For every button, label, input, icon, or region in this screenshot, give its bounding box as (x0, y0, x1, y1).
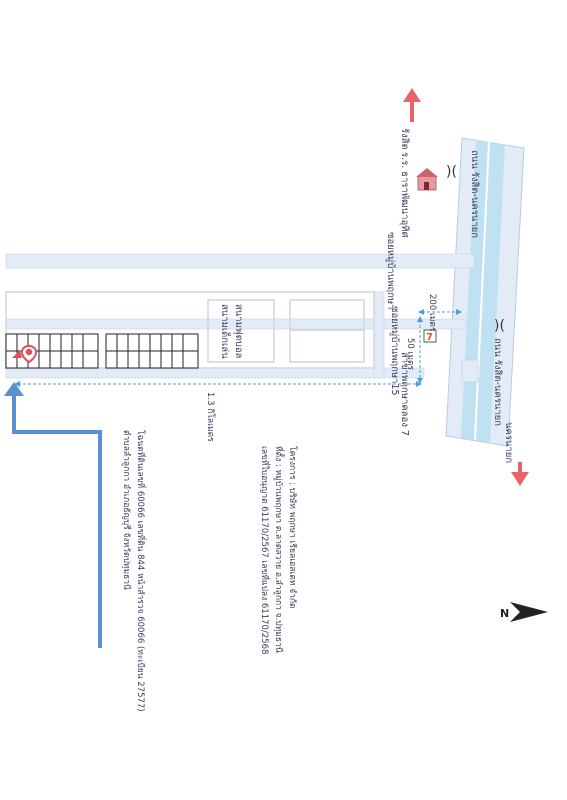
side-road-right (461, 359, 479, 383)
arrow-to-nakhon-nayok-icon (511, 462, 529, 486)
lot-grid-right (105, 333, 199, 369)
distance-1-3km-label: 1.3 กิโลเมตร (205, 392, 216, 442)
direction-rangsit-label: รังสิต (399, 128, 410, 150)
dim-50m (417, 316, 423, 384)
route-arrow-head-icon (4, 382, 24, 396)
park-label-1: สนามฟุตบอล (233, 304, 244, 359)
deed-note-line2: ตำบลลำลูกกา อำเภอธัญบุรี จังหวัดปทุมธานี (121, 430, 132, 590)
school-label: ร.ร. ธาราพัฒนาอุทิศ (399, 152, 410, 238)
park-label-2: สนามเด็กเล่น (219, 304, 232, 359)
north-label: N (500, 607, 509, 620)
direction-nakhon-nayok-label: นครนายก (503, 422, 514, 463)
main-road (445, 137, 525, 447)
dim-1-3km (14, 381, 422, 387)
school-icon (416, 168, 438, 191)
bridge-icon-2: )( (494, 318, 505, 334)
distance-50m-label: 50 เมตร (405, 338, 415, 371)
project-note-line2: ที่ตั้ง : หมู่บ้านพฤกษา ต.ลาดสวาย อ.ลำลู… (273, 446, 285, 653)
soi-road-upper (5, 253, 475, 269)
soi-upper-label: ซอยหมู่บ้านพฤกษา (385, 232, 396, 309)
svg-text:7: 7 (426, 332, 433, 343)
project-note-line3: เลขที่ใบอนุญาต 61170/2567 เลขที่แปลง 611… (259, 446, 271, 654)
seven-eleven-label: สาขาพฤกษาคลอง 7 (399, 352, 410, 436)
soi-road-bottom (5, 367, 425, 379)
main-road-label-lower: ถนน รังสิต-นครนายก (492, 338, 503, 426)
distance-200m-label: 200 เมตร (427, 294, 437, 332)
route-arrow (12, 392, 102, 648)
location-pin-icon (12, 345, 38, 364)
bridge-icon: )( (446, 164, 457, 180)
main-road-label-upper: ถนน รังสิต-นครนายก (469, 150, 480, 238)
deed-note-line1: โฉนดที่ดินเลขที่ 60066 เลขที่ดิน 844 หน้… (135, 430, 147, 712)
dim-200m (418, 309, 462, 315)
soi-lower-label: ซอยหมู่บ้านพฤกษา15 (389, 306, 400, 396)
north-arrow-icon: N (500, 602, 548, 622)
project-note-line1: โครงการ : บริษัท พฤกษา เรียลเอสเตท จำกัด (287, 446, 298, 609)
connector-road (373, 291, 385, 379)
seven-eleven-icon: 7 (423, 329, 437, 343)
arrow-to-rangsit-icon (403, 88, 421, 122)
